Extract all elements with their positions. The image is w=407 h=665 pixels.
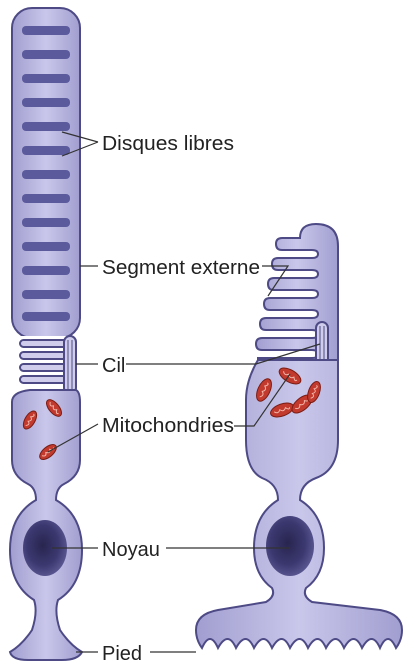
label-mitochondries: Mitochondries	[102, 415, 234, 437]
labels: Disques libres Segment externe Cil Mitoc…	[102, 133, 260, 665]
label-segment-externe: Segment externe	[102, 257, 260, 279]
rod-cell	[10, 8, 82, 660]
label-disques-libres: Disques libres	[102, 133, 234, 155]
label-pied: Pied	[102, 643, 142, 665]
label-noyau: Noyau	[102, 539, 160, 561]
label-cil: Cil	[102, 355, 125, 377]
rod-cilium	[18, 336, 76, 394]
cone-nucleus	[266, 516, 314, 576]
